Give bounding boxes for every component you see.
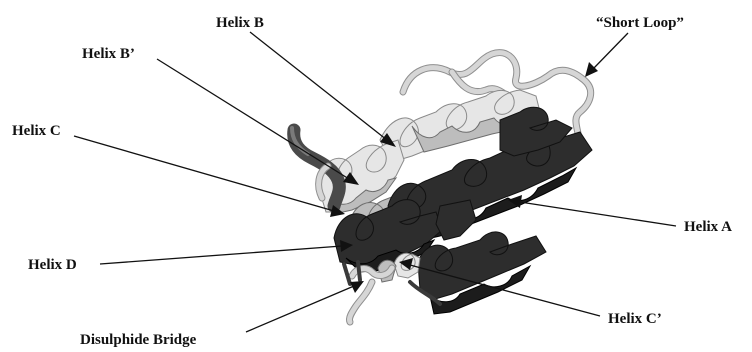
label-helix-a: Helix A (684, 219, 732, 235)
n-terminus-tube (292, 128, 339, 206)
helix-b-leader (250, 32, 387, 140)
label-helix-b: Helix B (216, 15, 264, 31)
helix-d-leader (100, 246, 342, 264)
label-helix-b-prime: Helix B’ (82, 46, 135, 62)
short-loop-leader (593, 33, 628, 69)
helix-a-leader (520, 202, 676, 226)
label-helix-d: Helix D (28, 257, 77, 273)
short-loop-arrowhead (585, 62, 598, 77)
label-helix-c: Helix C (12, 123, 61, 139)
label-disulphide-bridge: Disulphide Bridge (80, 332, 197, 348)
disulphide-bridge-leader (246, 286, 354, 332)
protein-ribbon (292, 53, 592, 322)
helix-b-prime-leader (157, 59, 349, 179)
label-helix-c-prime: Helix C’ (608, 311, 662, 327)
label-short-loop: “Short Loop” (596, 15, 684, 31)
